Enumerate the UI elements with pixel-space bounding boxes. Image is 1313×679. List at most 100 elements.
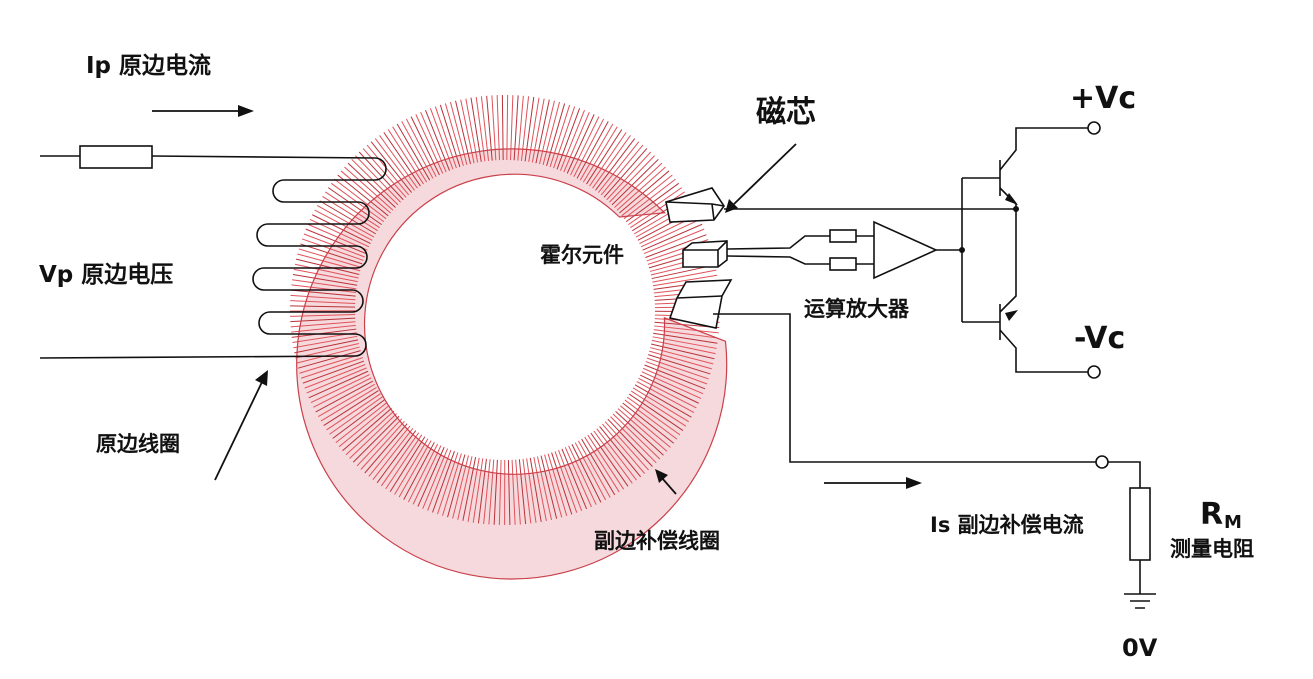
- winding-turn: [493, 459, 498, 525]
- winding-turn: [366, 144, 410, 196]
- winding-turn: [364, 423, 408, 474]
- winding-turn: [316, 205, 375, 238]
- winding-turn: [628, 187, 683, 226]
- winding-turn: [619, 170, 670, 214]
- winding-turn: [334, 178, 387, 220]
- winding-turn: [329, 396, 383, 435]
- winding-turn: [640, 219, 701, 248]
- transistor-emitter-arrow: [1005, 310, 1018, 321]
- winding-turn: [488, 459, 495, 525]
- winding-turn: [298, 248, 362, 268]
- opamp-input-resistor-2: [829, 257, 857, 271]
- winding-turn: [644, 364, 706, 390]
- winding-turn: [290, 294, 356, 301]
- winding-turn: [425, 110, 451, 171]
- winding-turn: [292, 279, 357, 290]
- winding-turn: [599, 426, 641, 478]
- winding-turn: [420, 112, 447, 173]
- winding-turn: [401, 121, 434, 179]
- winding-turn: [290, 289, 356, 297]
- winding-turn: [383, 132, 421, 187]
- winding-turn: [483, 459, 491, 524]
- winding-turn: [650, 343, 715, 360]
- winding-turn: [394, 438, 429, 495]
- winding-turn: [524, 96, 535, 162]
- winding-turn: [434, 106, 457, 169]
- supply-negative-label: -Vc: [1074, 321, 1125, 356]
- winding-turn: [603, 148, 648, 198]
- primary-coil-label: 原边线圈: [96, 432, 180, 456]
- winding-turn: [561, 448, 588, 510]
- winding-turn: [645, 234, 707, 258]
- negative-supply-terminal: [1087, 365, 1101, 379]
- winding-turn: [325, 191, 380, 229]
- winding-turn: [596, 428, 637, 481]
- winding-turn: [405, 118, 437, 177]
- winding-turn: [556, 108, 581, 170]
- winding-turn: [432, 451, 455, 513]
- winding-turn: [600, 144, 644, 196]
- winding-turn: [392, 126, 428, 183]
- ground-label: 0V: [1122, 634, 1158, 662]
- winding-turn: [291, 324, 356, 333]
- winding-turn: [630, 390, 687, 427]
- winding-turn: [300, 243, 363, 265]
- core-pointer: [725, 199, 738, 213]
- winding-turn: [314, 209, 373, 241]
- winding-turn: [498, 459, 502, 525]
- winding-turn: [344, 166, 394, 211]
- winding-turn: [299, 353, 362, 374]
- winding-turn: [544, 454, 563, 518]
- winding-turn: [340, 170, 391, 214]
- resistor-symbol-label: R: [1200, 497, 1223, 532]
- winding-turn: [317, 383, 375, 417]
- winding-turn: [551, 452, 573, 515]
- winding-turn: [620, 405, 671, 448]
- winding-turn: [326, 393, 381, 431]
- winding-turn: [604, 421, 649, 471]
- winding-turn: [547, 453, 568, 517]
- winding-turn: [590, 432, 629, 487]
- winding-turn: [407, 443, 439, 503]
- winding-turn: [602, 423, 646, 474]
- winding-turn: [582, 126, 618, 183]
- winding-turn: [360, 420, 405, 470]
- winding-turn: [526, 458, 537, 523]
- winding-turn: [320, 387, 377, 422]
- winding-turn: [563, 112, 590, 173]
- winding-turn: [576, 121, 609, 179]
- winding-turn: [652, 336, 717, 349]
- winding-turn: [584, 436, 620, 493]
- winding-turn: [291, 284, 357, 293]
- winding-turn: [387, 129, 424, 185]
- winding-turn: [535, 99, 550, 164]
- winding-turn: [296, 258, 360, 275]
- winding-turn: [517, 95, 524, 161]
- primary-resistor: [79, 145, 153, 169]
- winding-turn: [533, 457, 547, 522]
- winding-turn: [642, 367, 704, 395]
- winding-turn: [507, 459, 511, 525]
- secondary-current-label: Is 副边补偿电流: [930, 513, 1084, 537]
- winding-turn: [651, 339, 716, 355]
- winding-turn: [652, 274, 718, 287]
- winding-turn: [337, 174, 389, 217]
- winding-turn: [472, 458, 484, 523]
- winding-turn: [467, 457, 480, 522]
- winding-turn: [554, 451, 578, 513]
- winding-turn: [352, 415, 400, 463]
- winding-turn: [643, 228, 705, 255]
- winding-turn: [606, 151, 652, 201]
- winding-turn: [615, 410, 664, 456]
- winding-turn: [642, 223, 703, 251]
- winding-turn: [403, 442, 435, 500]
- winding-turn: [518, 459, 527, 525]
- winding-turn: [385, 434, 423, 490]
- winding-turn: [300, 357, 363, 379]
- winding-turn: [291, 328, 357, 338]
- winding-turn: [312, 214, 371, 244]
- winding-turn: [641, 371, 702, 399]
- winding-turn: [553, 106, 576, 169]
- winding-turn: [528, 97, 540, 162]
